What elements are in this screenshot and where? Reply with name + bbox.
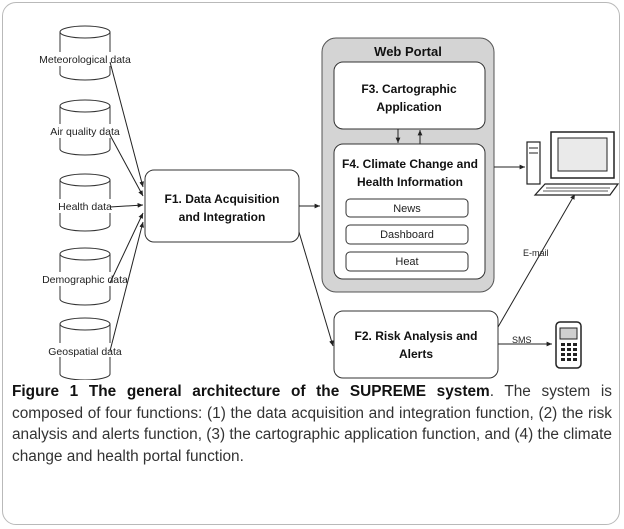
portal-item-news: News [345,198,469,218]
source-label: Demographic data [42,274,128,286]
source-label: Meteorological data [39,54,131,66]
computer-icon [526,131,620,196]
source-label: Air quality data [50,126,120,138]
arrow-f1-to-f2 [298,231,334,347]
caption-title: Figure 1 The general architecture of the… [12,383,490,400]
arrow-air-quality [109,134,144,197]
f2-label-line2: Alerts [399,347,433,361]
figure-caption: Figure 1 The general architecture of the… [12,381,612,467]
f2-label-line1: F2. Risk Analysis and [355,329,478,343]
f3-label-line1: F3. Cartographic [361,82,457,96]
portal-item-dashboard: Dashboard [345,224,469,245]
data-source-meteorological: Meteorological data [35,25,135,81]
f1-data-acquisition-box: F1. Data Acquisition and Integration [144,169,300,243]
arrow-health [109,202,144,208]
news-label: News [393,203,421,215]
f1-label-line1: F1. Data Acquisition [165,192,280,206]
source-label: Geospatial data [48,346,122,358]
arrow-meteorological [109,61,144,188]
data-source-demographic: Demographic data [35,247,135,306]
f3-cartographic-box: F3. Cartographic Application [333,61,486,130]
data-source-health: Health data [50,173,120,232]
data-source-geospatial: Geospatial data [40,317,130,380]
f4-label-line1: F4. Climate Change and [342,157,478,171]
architecture-diagram: Meteorological data Air quality data Hea… [35,25,620,380]
f3-label-line2: Application [376,100,441,114]
arrow-demographic [109,212,144,284]
caption-text: . The system is composed of four functio… [12,383,612,465]
arrow-f2-to-computer [497,193,576,328]
mobile-phone-icon [555,321,582,369]
f2-risk-analysis-box: F2. Risk Analysis and Alerts [333,310,499,379]
arrow-geospatial [109,221,144,352]
portal-item-heat: Heat [345,251,469,272]
web-portal-title: Web Portal [374,44,442,59]
email-label: E-mail [523,248,549,258]
heat-label: Heat [395,256,418,268]
f1-label-line2: and Integration [179,210,266,224]
source-label: Health data [58,201,112,213]
sms-label: SMS [512,335,532,345]
dashboard-label: Dashboard [380,229,434,241]
data-source-air-quality: Air quality data [42,99,128,156]
f4-label-line2: Health Information [357,175,463,189]
source-arrows [109,61,144,352]
